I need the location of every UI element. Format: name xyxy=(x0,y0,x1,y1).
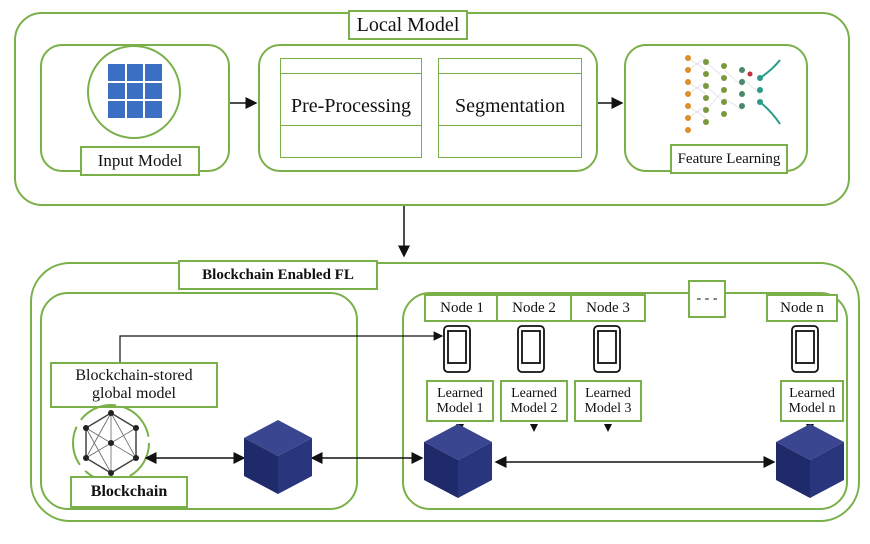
segmentation-label: Segmentation xyxy=(455,94,565,117)
global-model-label: Blockchain-stored global model xyxy=(50,362,218,408)
local-model-title: Local Model xyxy=(348,10,468,40)
grid-icon xyxy=(108,64,162,118)
ellipsis-label: - - - xyxy=(688,280,726,318)
preprocessing-label: Pre-Processing xyxy=(291,94,411,117)
processing-panel xyxy=(258,44,598,172)
learned-model-n-label: Learned Model n xyxy=(780,380,844,422)
input-model-label: Input Model xyxy=(80,146,200,176)
node-3-label: Node 3 xyxy=(570,294,646,322)
learned-model-2-label: Learned Model 2 xyxy=(500,380,568,422)
feature-learning-label: Feature Learning xyxy=(670,144,788,174)
fl-title: Blockchain Enabled FL xyxy=(178,260,378,290)
blockchain-label: Blockchain xyxy=(70,476,188,508)
node-n-label: Node n xyxy=(766,294,838,322)
segmentation-block xyxy=(438,58,582,158)
preprocessing-block xyxy=(280,58,422,158)
node-1-label: Node 1 xyxy=(424,294,500,322)
node-2-label: Node 2 xyxy=(496,294,572,322)
learned-model-1-label: Learned Model 1 xyxy=(426,380,494,422)
learned-model-3-label: Learned Model 3 xyxy=(574,380,642,422)
